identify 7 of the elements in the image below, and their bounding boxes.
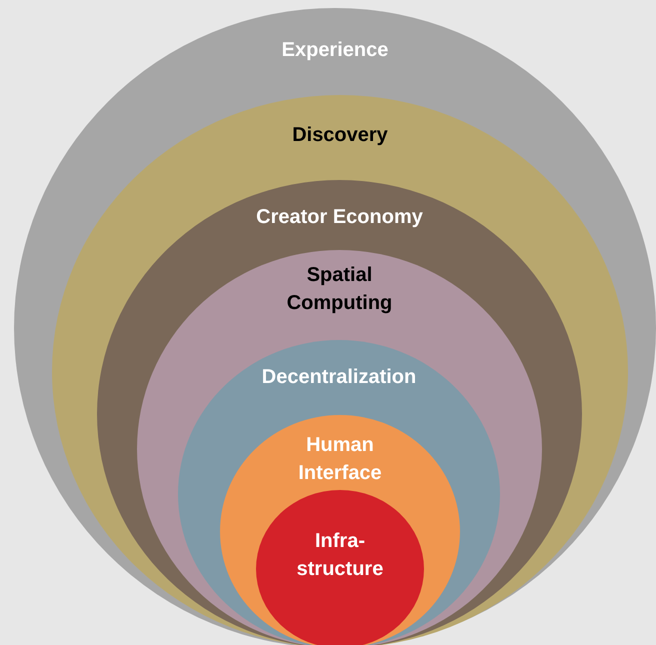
layer-label: Decentralization <box>262 365 416 390</box>
layer-label: Spatial Computing <box>286 263 394 316</box>
layer-label: Infra- structure <box>296 529 384 582</box>
layer-label: Experience <box>282 38 388 63</box>
layer-label: Creator Economy <box>256 205 423 230</box>
layer-label: Discovery <box>292 123 388 148</box>
layer-label: Human Interface <box>297 433 383 486</box>
